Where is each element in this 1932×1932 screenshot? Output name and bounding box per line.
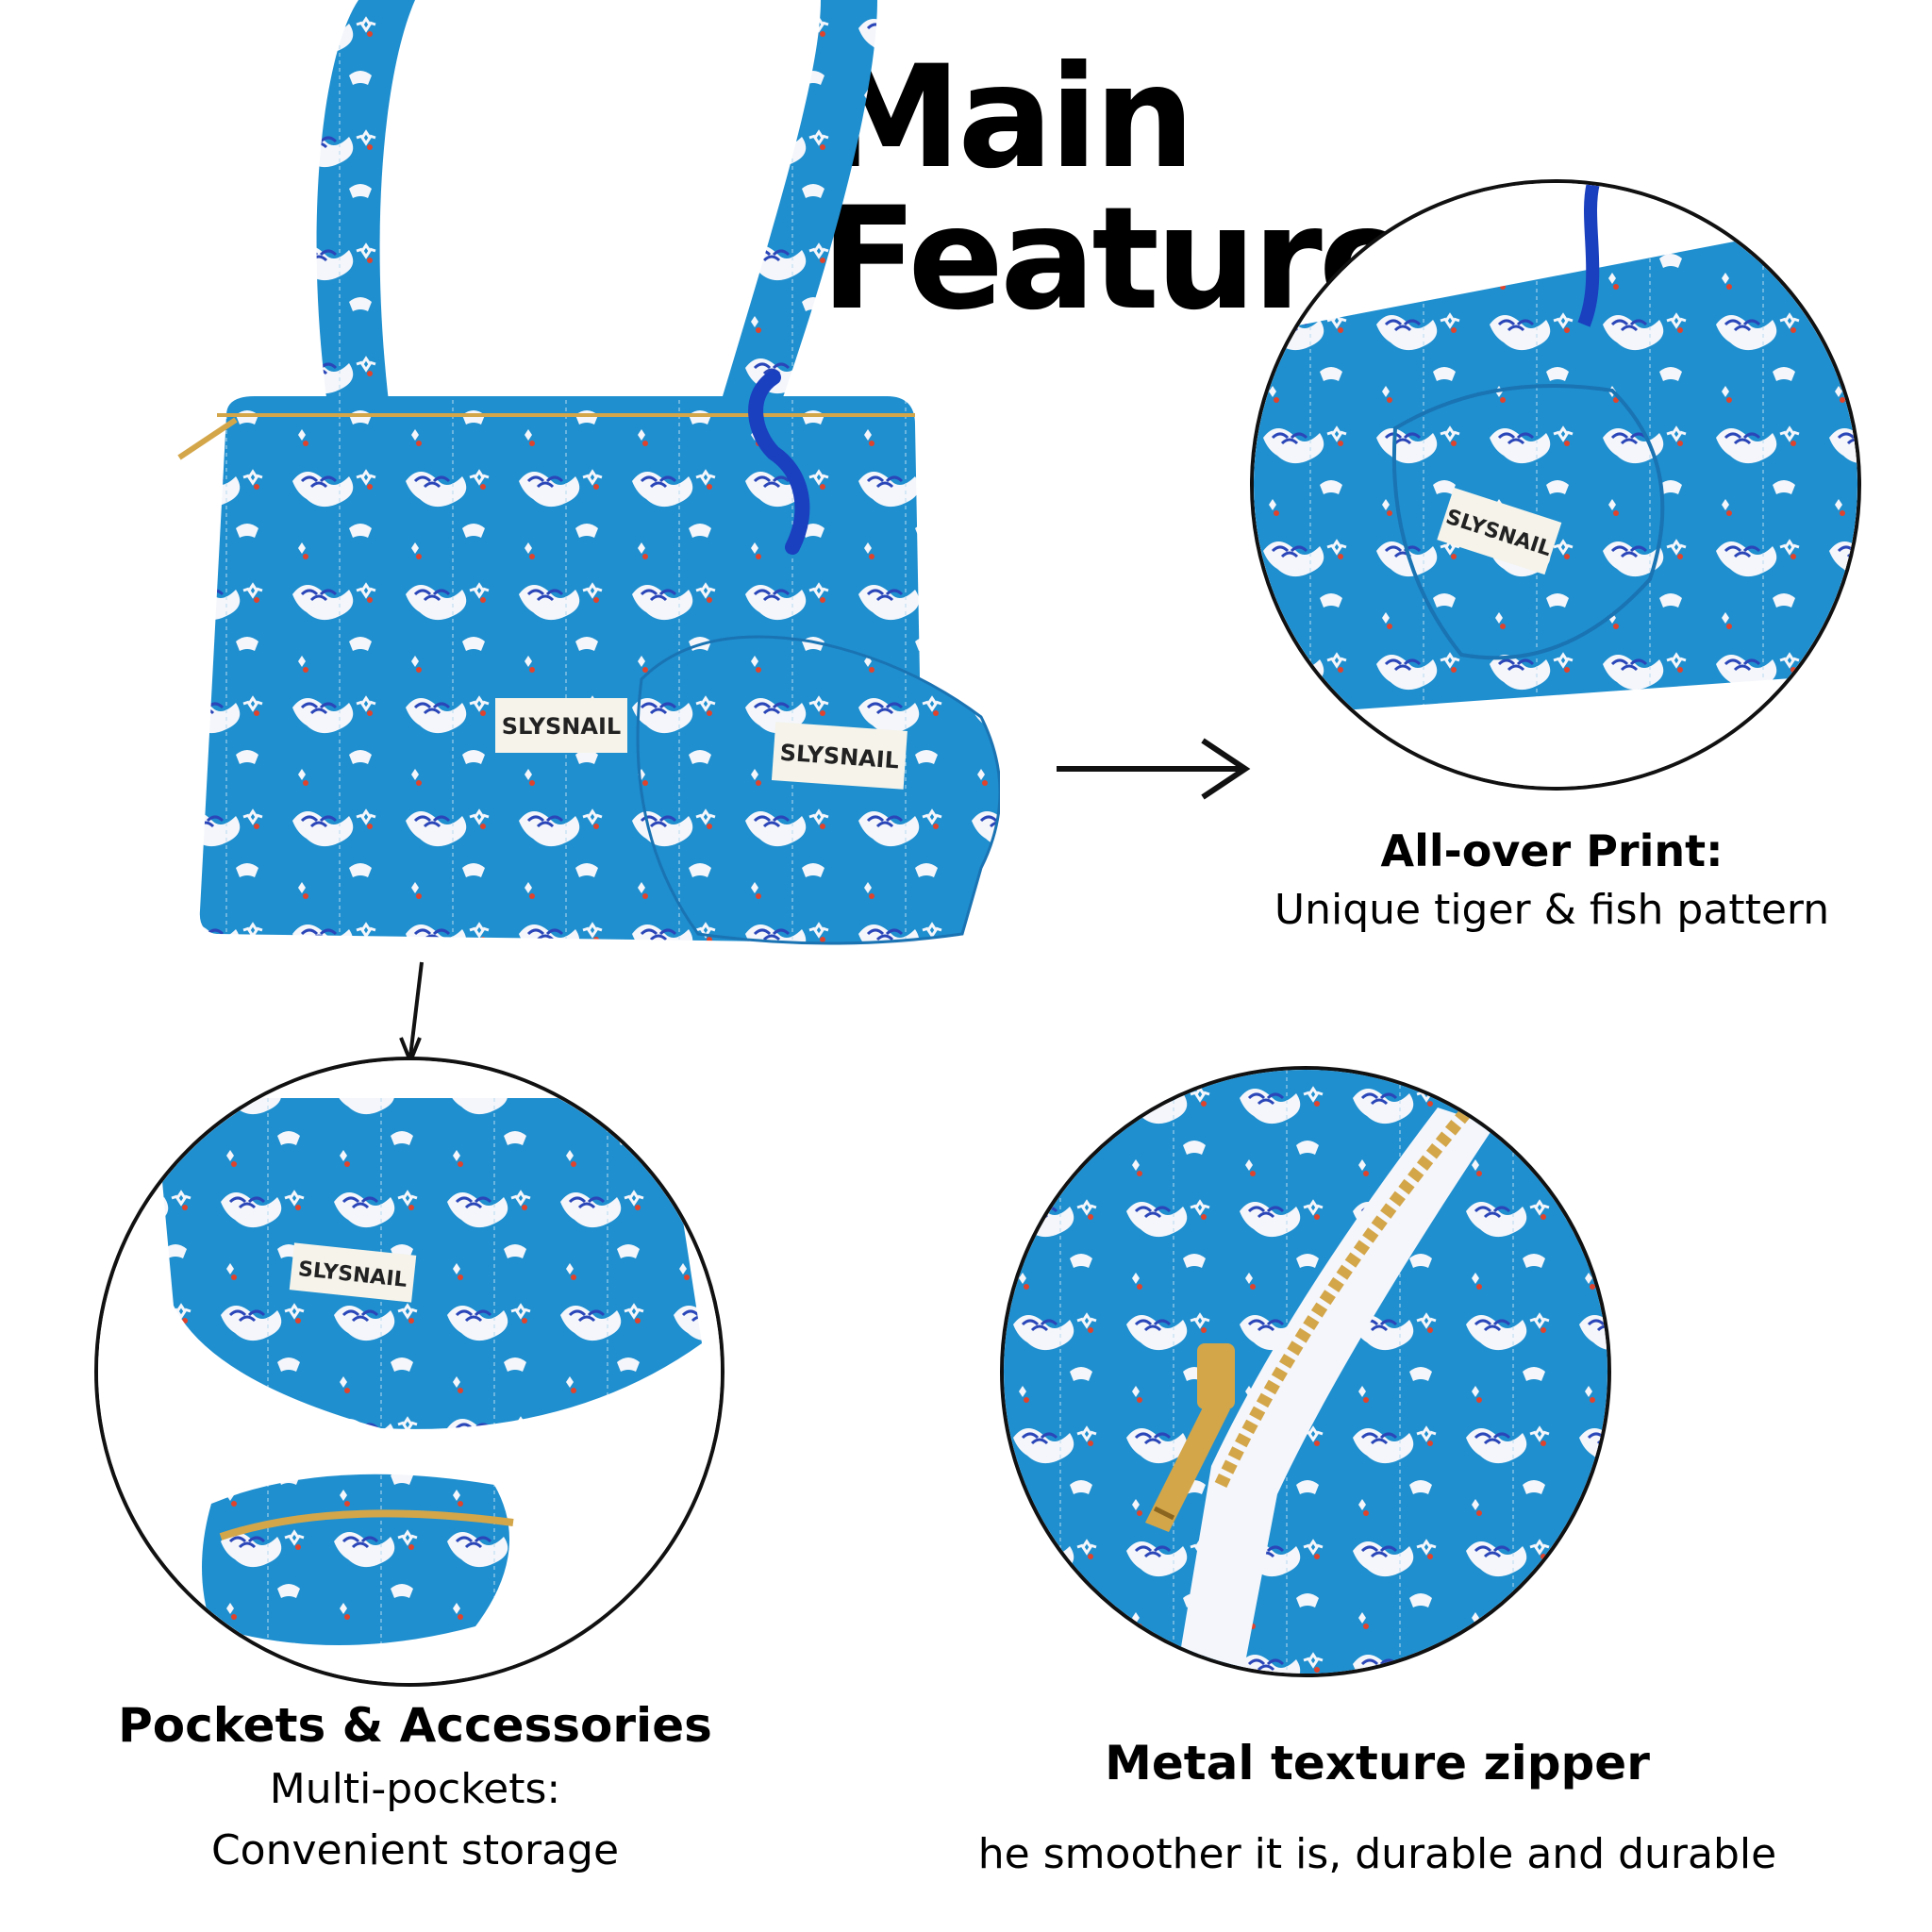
feature-zipper-subtitle: he smoother it is, durable and durable xyxy=(977,1830,1777,1878)
brand-label-main: SLYSNAIL xyxy=(502,713,621,740)
feature-pockets-caption: Pockets & Accessories Multi-pockets: Con… xyxy=(57,1698,774,1874)
zipper-detail-photo xyxy=(1000,1066,1611,1677)
feature-pockets-title: Pockets & Accessories xyxy=(118,1698,712,1753)
feature-print-caption: All-over Print: Unique tiger & fish patt… xyxy=(1217,825,1887,934)
feature-pockets-subtitle-1: Multi-pockets: xyxy=(269,1765,561,1813)
feature-print-subtitle: Unique tiger & fish pattern xyxy=(1274,886,1830,934)
pockets-detail-photo: SLYSNAIL xyxy=(94,1057,724,1687)
feature-print-title: All-over Print: xyxy=(1380,825,1724,876)
feature-zipper-title: Metal texture zipper xyxy=(1105,1736,1650,1790)
hero-bag-photo: SLYSNAIL SLYSNAIL xyxy=(177,0,1000,945)
print-detail-photo: SLYSNAIL xyxy=(1250,179,1861,791)
feature-pockets-subtitle-2: Convenient storage xyxy=(210,1825,620,1874)
feature-zipper-caption: Metal texture zipper he smoother it is, … xyxy=(962,1736,1792,1878)
arrow-down-icon xyxy=(399,961,424,1067)
arrow-right-icon xyxy=(1057,738,1251,800)
